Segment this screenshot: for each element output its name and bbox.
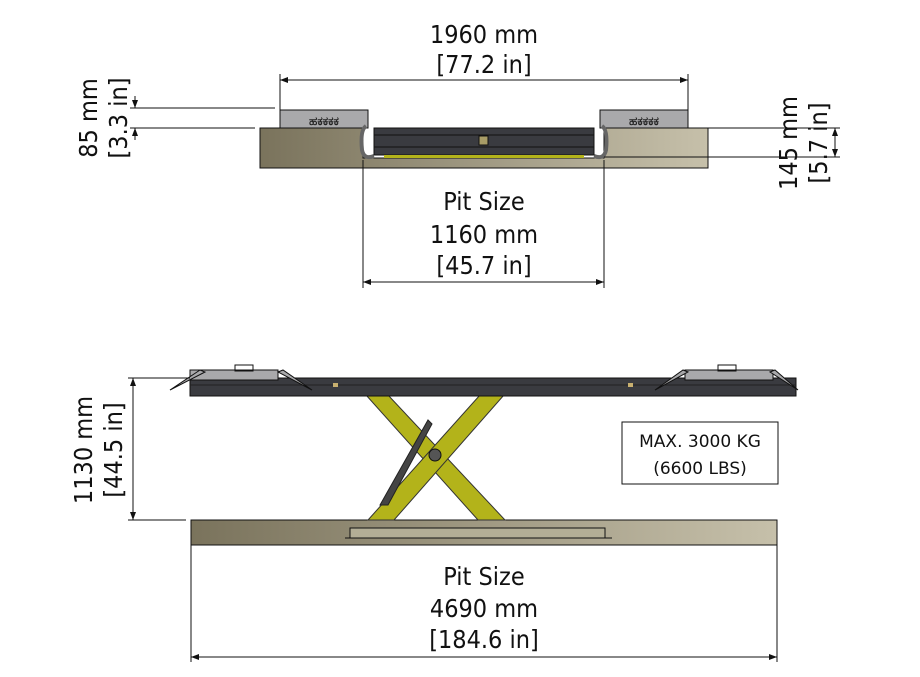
platform-side bbox=[189, 377, 797, 397]
svg-text:ಹಕಕಕಕ: ಹಕಕಕಕ bbox=[629, 114, 660, 128]
capacity-lbs: (6600 LBS) bbox=[653, 459, 747, 479]
lift-height-mm: 1130 mm bbox=[69, 396, 98, 504]
overall-width-in: [77.2 in] bbox=[436, 50, 531, 79]
ramp-height-mm: 85 mm bbox=[74, 78, 103, 158]
left-ramp bbox=[279, 109, 369, 129]
ramp-height-in: [3.3 in] bbox=[104, 78, 133, 159]
pivot-pin bbox=[428, 448, 442, 462]
pit-size-label-side: Pit Size bbox=[443, 562, 524, 591]
pit-size-label-end: Pit Size bbox=[443, 187, 524, 216]
side-view: 1130 mm [44.5 in] MAX. 3000 KG (6600 LBS… bbox=[69, 364, 799, 662]
pit-length-in: [184.6 in] bbox=[429, 625, 539, 654]
lift-height-in: [44.5 in] bbox=[99, 402, 128, 497]
overall-width-mm: 1960 mm bbox=[430, 20, 538, 49]
capacity-box bbox=[621, 421, 779, 485]
right-ramp bbox=[599, 109, 689, 129]
svg-text:ಹಕಕಕಕ: ಹಕಕಕಕ bbox=[309, 114, 340, 128]
pit-width-in: [45.7 in] bbox=[436, 251, 531, 280]
pit-depth-mm: 145 mm bbox=[774, 96, 803, 190]
pit-depth-in: [5.7 in] bbox=[804, 103, 833, 184]
end-view: 1960 mm [77.2 in] ಹಕಕಕಕ ಹಕಕಕಕ 85 mm [3.3… bbox=[74, 20, 840, 288]
pit-length-mm: 4690 mm bbox=[430, 594, 538, 623]
capacity-kg: MAX. 3000 KG bbox=[639, 432, 761, 452]
pit-width-mm: 1160 mm bbox=[430, 220, 538, 249]
